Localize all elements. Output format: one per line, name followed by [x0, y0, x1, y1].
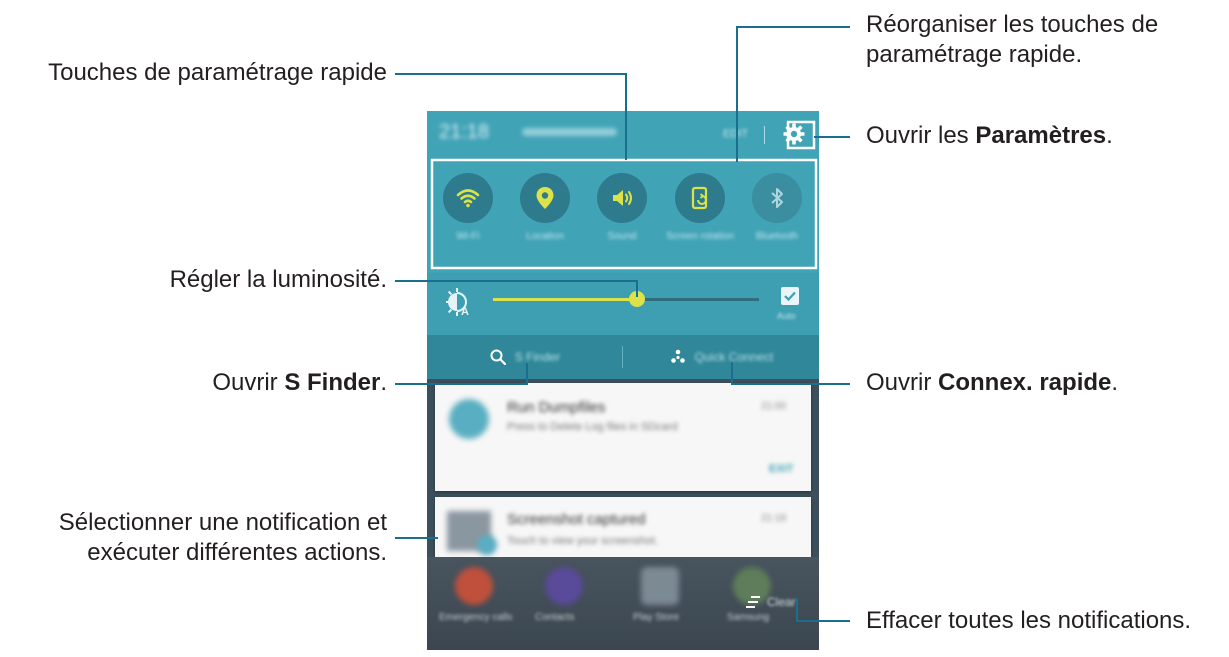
search-connect-bar: S Finder Quick Connect [427, 335, 819, 379]
callout-notification-line2: exécuter différentes actions. [87, 539, 387, 566]
notification-subtitle: Press to Delete Log files in SDcard [507, 421, 678, 433]
callout-quick-connect-suffix: . [1111, 369, 1119, 396]
callout-reorganize-line1: Réorganiser les touches de [866, 11, 1159, 38]
quick-connect-label: Quick Connect [694, 350, 774, 364]
toggle-location[interactable] [520, 173, 570, 223]
s-finder-label: S Finder [514, 350, 561, 364]
checkmark-icon [784, 291, 796, 302]
s-finder-button[interactable]: S Finder [427, 335, 622, 379]
gear-icon[interactable] [782, 122, 806, 146]
home-screen-background: Emergency calls Contacts Play Store Sams… [427, 557, 819, 650]
callout-notification: Sélectionner une notification et exécute… [0, 508, 387, 568]
toggle-label-screen-rotation: Screen rotation [666, 231, 734, 242]
callout-line-quick-connect [731, 362, 850, 385]
status-bar: 21:18 EDIT [427, 111, 819, 157]
quick-connect-icon [670, 349, 685, 363]
callout-s-finder-prefix: Ouvrir [212, 369, 285, 396]
volume-icon [613, 190, 632, 206]
svg-text:A: A [461, 306, 469, 317]
notification-time: 21:00 [761, 401, 787, 412]
app-badge-icon [477, 535, 497, 555]
callout-s-finder-suffix: . [380, 369, 387, 396]
clear-label: Clear [767, 595, 796, 609]
app-icon-emergency [455, 567, 493, 605]
bluetooth-icon [771, 188, 783, 208]
clock-time: 21:18 [439, 121, 490, 143]
callout-quick-connect: Ouvrir Connex. rapide. [866, 368, 1118, 398]
app-label: Emergency calls [439, 612, 513, 623]
notification-card[interactable]: Run Dumpfiles Press to Delete Log files … [435, 383, 811, 491]
brightness-row: A Auto [427, 273, 819, 335]
app-icon [449, 399, 489, 439]
brightness-slider-handle[interactable] [629, 291, 645, 307]
app-icon-samsung [733, 567, 771, 605]
app-icon-contacts [545, 567, 583, 605]
settings-highlight-box [786, 120, 816, 150]
callout-s-finder-bold: S Finder [284, 369, 381, 396]
divider [764, 126, 765, 144]
callout-line-brightness [395, 280, 638, 297]
callout-line-quick-settings [395, 73, 627, 160]
quick-settings-highlight-box [430, 158, 818, 270]
callout-quick-settings: Touches de paramétrage rapide [48, 59, 387, 86]
notification-time: 21:18 [761, 513, 787, 524]
callout-quick-connect-prefix: Ouvrir [866, 369, 938, 396]
callout-notification-line1: Sélectionner une notification et [58, 509, 387, 536]
clear-all-button[interactable]: Clear [745, 591, 803, 613]
toggle-label-bluetooth: Bluetooth [755, 231, 799, 242]
toggle-label-location: Location [526, 231, 564, 242]
callout-open-settings-bold: Paramètres [975, 122, 1107, 149]
notification-title: Run Dumpfiles [507, 399, 606, 416]
callout-line-s-finder [395, 363, 528, 385]
screen-rotation-icon [691, 186, 708, 210]
notification-card[interactable]: Screenshot captured Touch to view your s… [435, 497, 811, 567]
app-label: Play Store [633, 612, 680, 623]
app-icon-play-store [641, 567, 679, 605]
quick-settings-toggles: Wi-Fi Location Sound [427, 157, 819, 273]
toggle-screen-rotation[interactable] [675, 173, 725, 223]
callout-open-settings-prefix: Ouvrir les [866, 122, 976, 149]
auto-brightness-label: Auto [777, 311, 796, 321]
toggle-wifi[interactable] [443, 173, 493, 223]
callout-clear-all: Effacer toutes les notifications. [866, 607, 1192, 634]
brightness-auto-icon: A [446, 288, 469, 317]
callout-line-clear-all [796, 598, 850, 622]
callout-open-settings-suffix: . [1106, 122, 1113, 149]
divider [622, 346, 623, 368]
callout-reorganize: Réorganiser les touches de paramétrage r… [866, 10, 1158, 70]
edit-button[interactable]: EDIT [723, 128, 749, 140]
callout-reorganize-line2: paramétrage rapide. [866, 41, 1083, 68]
auto-brightness-checkbox[interactable] [781, 287, 799, 305]
callout-line-reorganize [736, 26, 850, 162]
callout-s-finder: Ouvrir S Finder. [0, 368, 387, 398]
wifi-icon [456, 189, 480, 208]
toggle-bluetooth[interactable] [752, 173, 802, 223]
toggle-sound[interactable] [597, 173, 647, 223]
notification-panel: 21:18 EDIT [427, 111, 819, 650]
app-label: Contacts [535, 612, 575, 623]
app-label: Samsung [727, 612, 770, 623]
location-pin-icon [536, 187, 554, 209]
callout-open-settings: Ouvrir les Paramètres. [866, 121, 1113, 151]
notification-subtitle: Touch to view your screenshot. [507, 535, 659, 547]
toggle-label-sound: Sound [607, 231, 637, 242]
notification-action-button[interactable]: EXIT [769, 463, 794, 475]
toggle-label-wifi: Wi-Fi [456, 231, 480, 242]
date-text-blurred [522, 128, 617, 136]
callout-brightness: Régler la luminosité. [169, 266, 387, 293]
clear-all-icon [746, 596, 760, 608]
search-icon [490, 349, 506, 366]
callout-quick-connect-bold: Connex. rapide [938, 369, 1112, 396]
notification-title: Screenshot captured [507, 511, 646, 528]
quick-connect-button[interactable]: Quick Connect [623, 335, 819, 379]
brightness-slider-fill [493, 298, 637, 301]
